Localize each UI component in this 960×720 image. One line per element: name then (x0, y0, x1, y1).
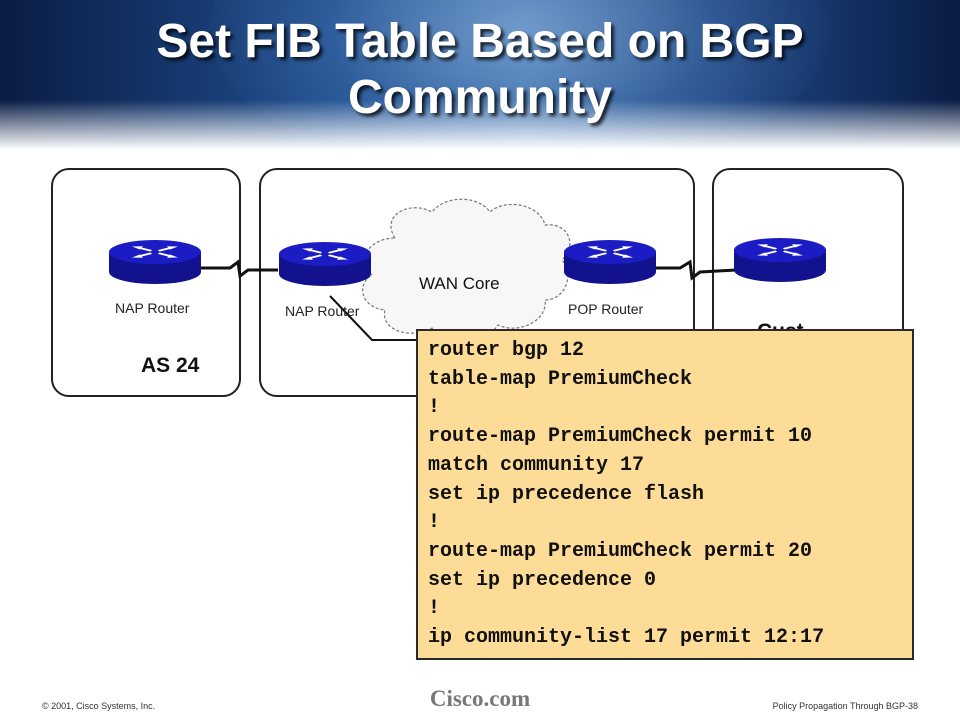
config-box: router bgp 12 table-map PremiumCheck ! r… (416, 329, 914, 660)
config-line: ip community-list 17 permit 12:17 (428, 626, 825, 650)
title-line-2: Community (348, 71, 612, 124)
slide-title: Set FIB Table Based on BGP Community (0, 14, 960, 126)
router-label-pop: POP Router (568, 301, 644, 317)
title-line-1: Set FIB Table Based on BGP (156, 15, 804, 68)
router-icon (279, 242, 371, 286)
router-icon (109, 240, 201, 284)
footer-copyright: © 2001, Cisco Systems, Inc. (42, 701, 156, 711)
router-label-nap-center: NAP Router (285, 303, 360, 319)
config-line: router bgp 12 (428, 339, 585, 362)
config-line: match community 17 (428, 453, 645, 477)
config-line: set ip precedence 0 (428, 568, 657, 592)
config-line: ! (428, 511, 441, 535)
serial-link-left (198, 259, 278, 279)
wan-core-cloud (362, 198, 571, 341)
config-line: set ip precedence flash (428, 482, 705, 506)
title-banner: Set FIB Table Based on BGP Community (0, 0, 960, 150)
serial-link-right (652, 259, 737, 281)
config-line: route-map PremiumCheck permit 10 (428, 425, 813, 449)
banner-fade (0, 100, 960, 150)
router-label-nap-left: NAP Router (115, 300, 190, 316)
config-line: ! (428, 396, 441, 420)
as-label: AS 24 (141, 354, 200, 377)
router-icon (564, 240, 656, 284)
config-line: route-map PremiumCheck permit 20 (428, 539, 813, 563)
config-line: table-map PremiumCheck (428, 367, 693, 391)
wan-core-label: WAN Core (419, 274, 500, 293)
router-icon (734, 238, 826, 282)
config-line: ! (428, 597, 441, 621)
config-pointer-line (329, 295, 418, 341)
cisco-logo: Cisco.com (429, 686, 531, 711)
footer-page-label: Policy Propagation Through BGP-38 (772, 701, 918, 711)
